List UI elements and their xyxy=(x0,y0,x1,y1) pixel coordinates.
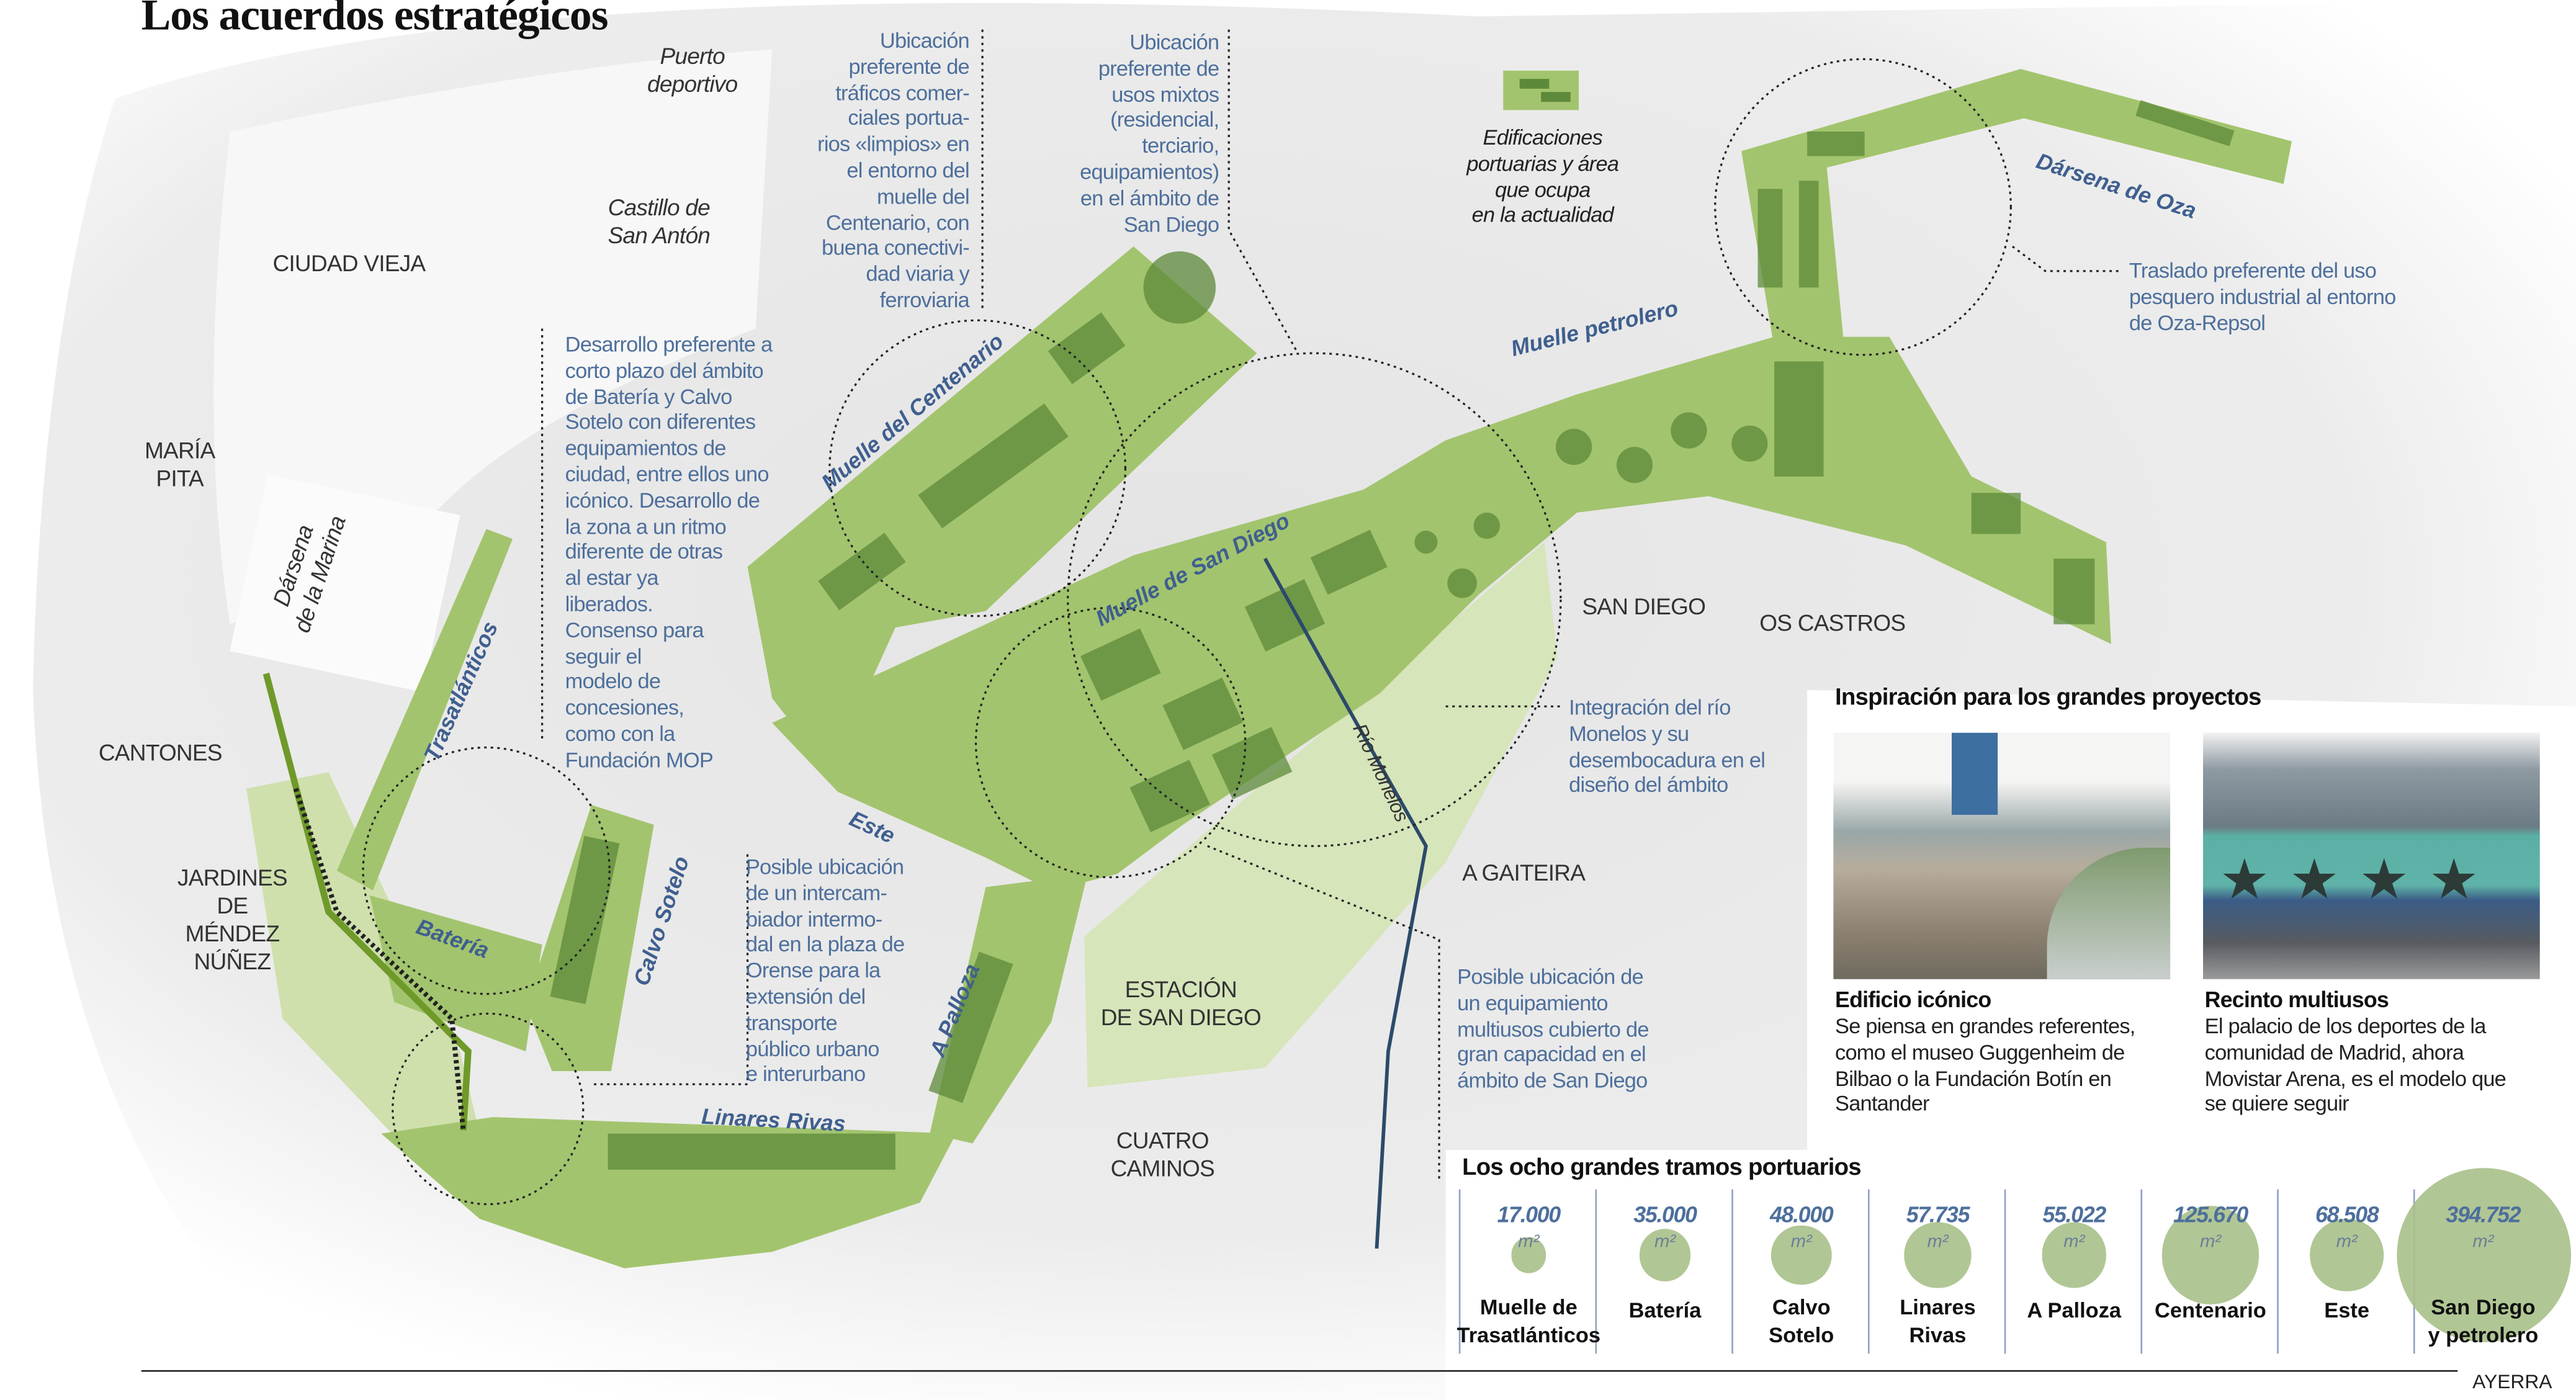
place-castillo: Castillo de San Antón xyxy=(608,194,711,248)
circle-linares xyxy=(392,1012,585,1206)
bubble-value: 125.670 xyxy=(2173,1202,2248,1227)
guggenheim-photo xyxy=(1833,732,2171,979)
place-cantones: CANTONES xyxy=(98,739,223,766)
bubble-label: Muelle de Trasatlánticos xyxy=(1456,1295,1601,1347)
trasatlanticos-area xyxy=(336,529,513,891)
green-promenade-line xyxy=(263,673,472,1131)
bubble xyxy=(1904,1221,1972,1289)
inspiration-title: Inspiración para los grandes proyectos xyxy=(1835,684,2261,712)
bubble-value: 35.000 xyxy=(1633,1202,1697,1227)
bubble-value: 394.752 xyxy=(2446,1202,2521,1227)
bubble xyxy=(1639,1229,1691,1281)
star-icons: ★★★★ xyxy=(2219,849,2499,912)
footer-rule xyxy=(141,1370,2458,1372)
bubble-unit: m² xyxy=(1518,1232,1540,1252)
place-a-gaiteira: A GAITEIRA xyxy=(1462,859,1586,886)
bubble-label: Centenario xyxy=(2155,1298,2266,1323)
bubble-unit: m² xyxy=(2472,1232,2494,1252)
legend-text: Edificaciones portuarias y área que ocup… xyxy=(1466,125,1619,228)
page-title: Los acuerdos estratégicos xyxy=(141,0,609,40)
inspiration-heading-1: Edificio icónico xyxy=(1835,987,1991,1012)
circle-centenario xyxy=(828,319,1126,617)
circle-san-diego xyxy=(1067,352,1562,847)
bubble-column: 35.000 m² Batería xyxy=(1595,1189,1733,1354)
bubble xyxy=(1770,1224,1832,1286)
place-jardines: JARDINES DE MÉNDEZ NÚÑEZ xyxy=(177,864,288,974)
bubble xyxy=(1510,1237,1547,1273)
annotation-oza: Traslado preferente del uso pesquero ind… xyxy=(2129,258,2396,334)
bubble-value: 55.022 xyxy=(2042,1202,2107,1227)
sea xyxy=(213,49,773,624)
bubble-value: 48.000 xyxy=(1770,1202,1834,1227)
inspiration-heading-2: Recinto multiusos xyxy=(2204,987,2389,1012)
bubble-column: 48.000 m² Calvo Sotelo xyxy=(1731,1189,1869,1354)
bubble-label: San Diego y petrolero xyxy=(2428,1295,2539,1347)
bubble-unit: m² xyxy=(2336,1232,2358,1252)
darsena-marina-water xyxy=(230,474,460,693)
annotation-centenario: Ubicación preferente de tráficos comer- … xyxy=(817,28,970,312)
place-san-diego: SAN DIEGO xyxy=(1582,593,1706,620)
bubble-unit: m² xyxy=(1654,1232,1676,1252)
bubble-label: Calvo Sotelo xyxy=(1769,1295,1834,1347)
bateria-area xyxy=(369,895,542,1052)
chart-title: Los ocho grandes tramos portuarios xyxy=(1462,1155,1862,1182)
oza-area xyxy=(1741,69,2292,349)
legend-swatch xyxy=(1503,70,1579,110)
circle-bateria xyxy=(362,746,611,995)
place-estacion: ESTACIÓN DE SAN DIEGO xyxy=(1100,976,1262,1030)
annotation-san-diego: Ubicación preferente de usos mixtos (res… xyxy=(1080,29,1219,236)
bubble xyxy=(2161,1206,2260,1304)
inspiration-text-2: El palacio de los deportes de la comunid… xyxy=(2204,1013,2506,1116)
bubble-label: Batería xyxy=(1628,1298,1702,1323)
circle-este xyxy=(974,606,1247,879)
jardines-area xyxy=(246,772,480,1154)
bubble xyxy=(2310,1219,2384,1291)
bubble-value: 68.508 xyxy=(2315,1202,2379,1227)
place-ciudad-vieja: CIUDAD VIEJA xyxy=(272,249,426,276)
place-puerto-deportivo: Puerto deportivo xyxy=(647,42,738,97)
credit: AYERRA xyxy=(2472,1370,2552,1393)
annotation-intercambiador: Posible ubicación de un intercam- biador… xyxy=(745,854,905,1087)
annotation-bateria: Desarrollo preferente a corto plazo del … xyxy=(565,331,773,772)
bubble xyxy=(2041,1223,2107,1288)
bubble xyxy=(2396,1168,2570,1342)
place-cuatro-caminos: CUATRO CAMINOS xyxy=(1110,1127,1215,1182)
place-maria-pita: MARÍA PITA xyxy=(144,437,215,491)
bubble-value: 17.000 xyxy=(1497,1202,1561,1227)
estacion-area xyxy=(1084,542,1558,1088)
movistar-arena-photo: ★★★★ xyxy=(2203,732,2540,979)
bubble-label: Este xyxy=(2324,1298,2370,1323)
bubble-value: 57.735 xyxy=(1906,1202,1970,1227)
bubble-column: 68.508 m² Este xyxy=(2277,1189,2415,1354)
bubble-label: Linares Rivas xyxy=(1900,1295,1976,1347)
bubble-unit: m² xyxy=(2063,1232,2085,1252)
bubble-column: 17.000 m² Muelle de Trasatlánticos xyxy=(1457,1189,1600,1354)
bubble-column: 125.670 m² Centenario xyxy=(2140,1189,2278,1354)
centenario-area xyxy=(747,246,1257,773)
circle-oza xyxy=(1714,58,2012,356)
bubble-unit: m² xyxy=(1927,1232,1949,1252)
annotation-monelos: Integración del río Monelos y su desembo… xyxy=(1569,694,1766,797)
place-os-castros: OS CASTROS xyxy=(1759,609,1906,636)
rio-monelos-line xyxy=(1263,557,1428,1249)
bubble-unit: m² xyxy=(1790,1232,1812,1252)
annotation-multiusos: Posible ubicación de un equipamiento mul… xyxy=(1457,964,1649,1093)
building-footprints xyxy=(550,100,2235,1170)
bubble-unit: m² xyxy=(2199,1232,2221,1252)
bubble-column: 394.752 m² San Diego y petrolero xyxy=(2396,1168,2570,1354)
focus-circles xyxy=(362,29,2120,1206)
bubble-label: A Palloza xyxy=(2027,1298,2122,1323)
inspiration-text-1: Se piensa en grandes referentes, como el… xyxy=(1835,1013,2135,1116)
bubble-column: 55.022 m² A Palloza xyxy=(2004,1189,2142,1354)
bubble-column: 57.735 m² Linares Rivas xyxy=(1867,1189,2006,1354)
